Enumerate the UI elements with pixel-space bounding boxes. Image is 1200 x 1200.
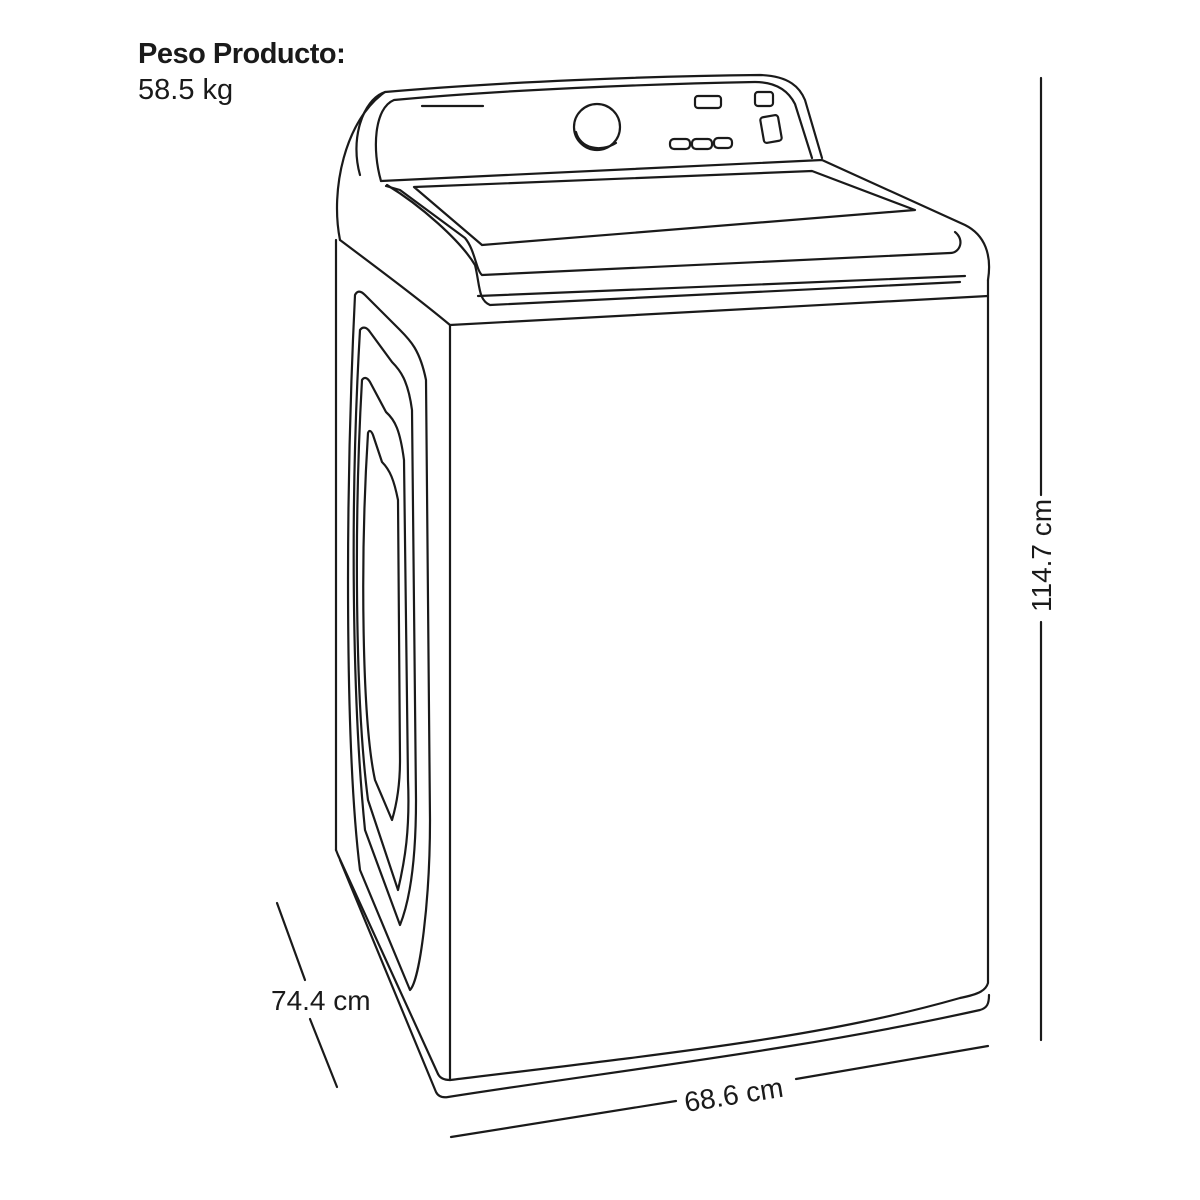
lid: [379, 158, 991, 307]
width-dimension: 68.6 cm: [449, 1044, 990, 1139]
button-icon: [753, 90, 775, 108]
button-icon: [759, 114, 783, 144]
height-dimension: 114.7 cm: [1026, 76, 1057, 1042]
button-icon: [668, 137, 692, 151]
weight-block: Peso Producto: 58.5 kg: [138, 36, 346, 108]
depth-label: 74.4 cm: [271, 985, 371, 1016]
cabinet-front: [338, 238, 990, 1082]
button-icon: [690, 137, 714, 151]
weight-label: Peso Producto:: [138, 38, 346, 70]
depth-dimension: 74.4 cm: [271, 901, 371, 1089]
display-icon: [693, 94, 723, 110]
dial-knob-icon: [572, 102, 622, 152]
weight-value: 58.5 kg: [138, 74, 234, 106]
button-icon: [712, 136, 734, 150]
control-panel: [335, 73, 824, 242]
height-label: 114.7 cm: [1026, 499, 1057, 612]
width-label: 68.6 cm: [682, 1072, 785, 1118]
cabinet-side: [334, 238, 991, 1099]
